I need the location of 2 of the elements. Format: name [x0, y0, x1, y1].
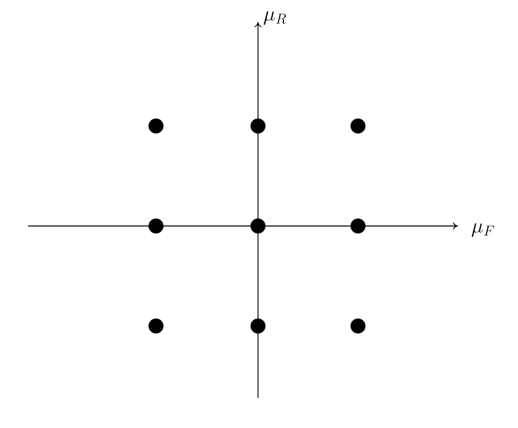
axis-label: $\mu_F$ [472, 223, 494, 237]
axis-label: $\mu_R$ [264, 11, 286, 25]
